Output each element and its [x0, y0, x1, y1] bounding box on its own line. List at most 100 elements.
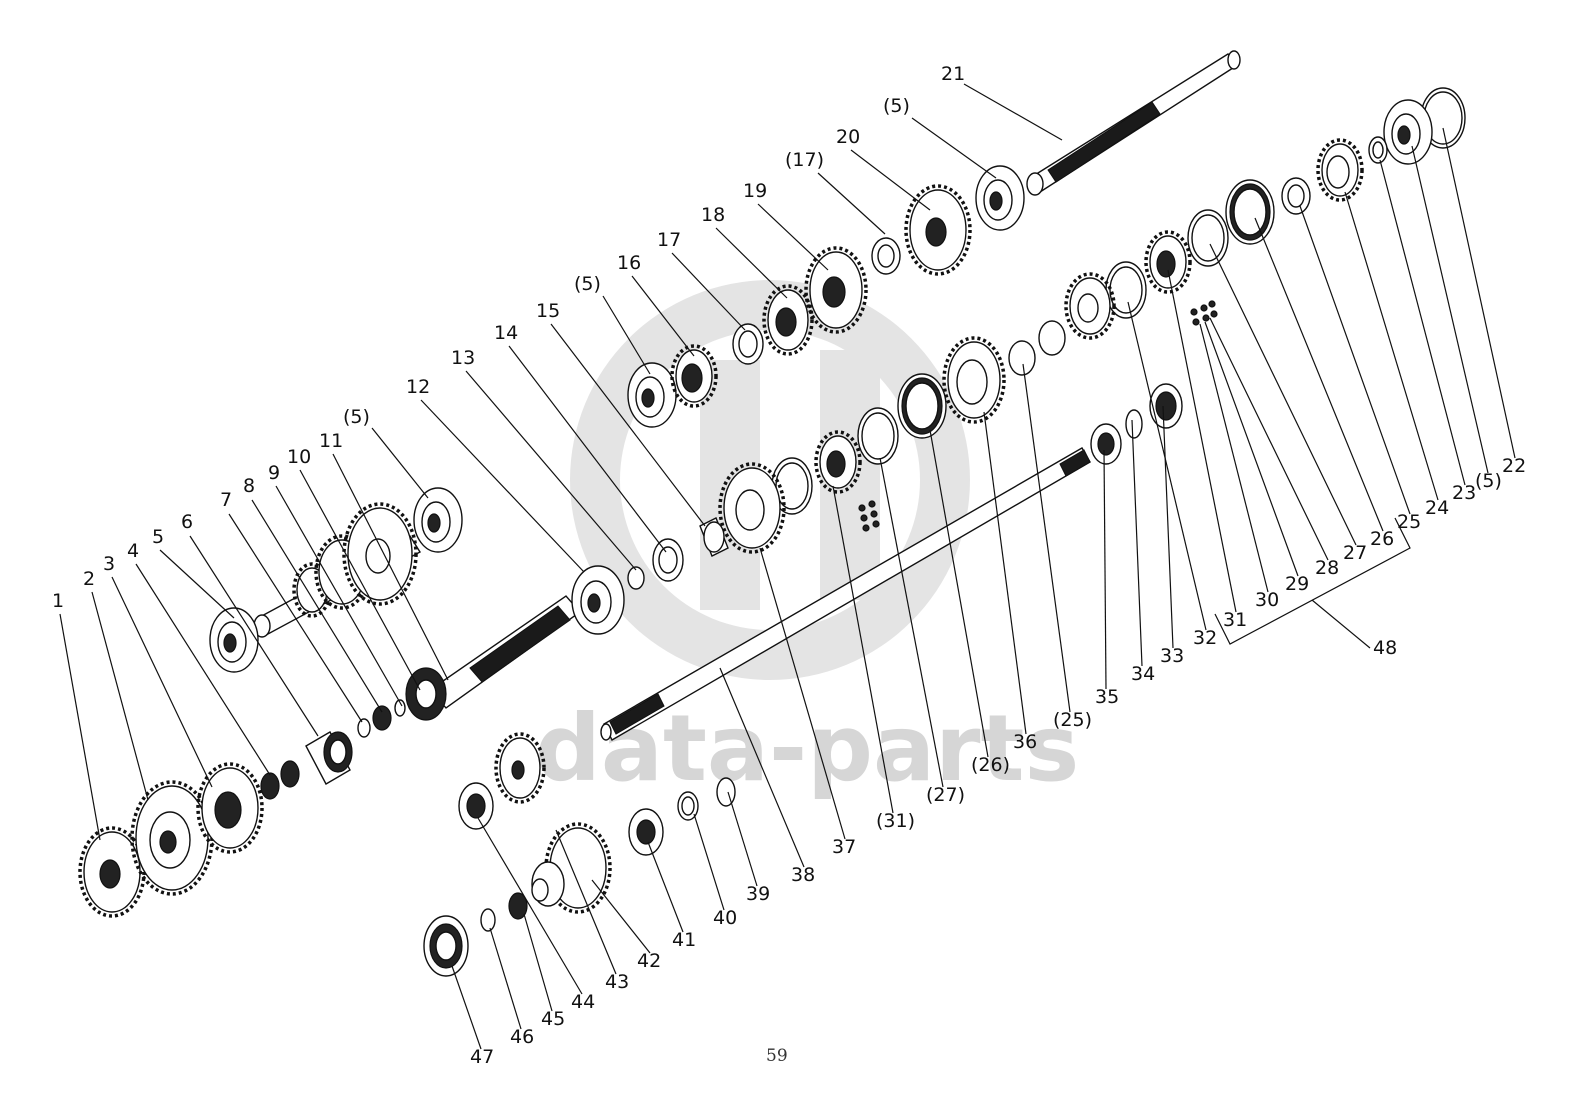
callout-label-c30: 30: [1255, 589, 1279, 611]
hub-31b: [814, 430, 862, 494]
callout-label-c11: 11: [319, 430, 343, 452]
gear-2: [130, 780, 214, 896]
leader-line-c16: [631, 275, 695, 357]
bushing-17b: [871, 237, 901, 275]
callout-label-c20: 20: [836, 126, 860, 148]
callout-label-c10: 10: [287, 446, 311, 468]
leader-line-c5b: [371, 427, 429, 499]
callout-label-c6: 6: [181, 511, 193, 533]
callout-label-c32: 32: [1193, 627, 1217, 649]
bearing-5d: [975, 165, 1025, 231]
leader-line-c32: [1127, 301, 1207, 631]
snap-ring-13: [627, 566, 645, 590]
leader-line-c23: [1379, 159, 1466, 486]
callout-label-c26: 26: [1370, 528, 1394, 550]
leader-line-c43: [555, 829, 617, 975]
leader-line-c27b: [879, 457, 944, 788]
callout-label-c18: 18: [701, 204, 725, 226]
leader-line-c12: [420, 399, 585, 573]
ring-39: [716, 777, 736, 807]
assembly-48-bracket: [1214, 517, 1411, 645]
gear-18: [762, 284, 814, 356]
callout-label-c42: 42: [637, 950, 661, 972]
leader-line-c14: [508, 345, 667, 553]
leader-line-c5: [159, 549, 235, 619]
leader-line-c37: [759, 547, 846, 840]
bearing-5c: [627, 362, 677, 428]
leader-line-c21: [963, 83, 1063, 141]
snap-ring-46: [480, 908, 496, 932]
bushing-25b: [1008, 320, 1066, 376]
leader-line-c33: [1162, 405, 1174, 649]
leader-line-c28: [1209, 317, 1329, 561]
needle-bearing-4: [260, 760, 300, 800]
bushing-15: [699, 517, 729, 557]
needle-bearing-45: [508, 892, 528, 920]
leader-line-c41: [647, 841, 684, 933]
leader-line-c10: [299, 469, 421, 691]
sleeve-26b: [897, 373, 947, 439]
callout-label-c38: 38: [791, 864, 815, 886]
leader-line-c25: [1299, 205, 1411, 515]
leader-line-c27: [1209, 243, 1357, 546]
seal-32: [1149, 383, 1183, 429]
sleeve-26: [1225, 179, 1275, 245]
callout-label-c19: 19: [743, 180, 767, 202]
callout-label-c5e: (5): [1475, 470, 1502, 492]
leader-line-c36: [983, 411, 1027, 735]
callout-label-c3: 3: [103, 553, 115, 575]
leader-line-c4: [135, 563, 271, 776]
leader-line-c44: [477, 817, 583, 995]
callout-label-c44: 44: [571, 991, 595, 1013]
ring-23: [1368, 136, 1388, 164]
leader-line-c26: [1254, 217, 1384, 532]
gear-3: [196, 762, 264, 854]
input-shaft: [405, 595, 582, 721]
gear-1: [78, 826, 146, 918]
leader-line-c13: [465, 370, 637, 571]
leader-line-c9: [275, 485, 403, 707]
seal-47: [423, 915, 469, 977]
leader-line-c24: [1344, 191, 1439, 501]
parts-group: [78, 87, 1466, 977]
output-shaft-38: [600, 447, 1091, 741]
leader-line-c11: [332, 453, 449, 681]
callout-label-c14: 14: [494, 322, 518, 344]
leader-line-c5c: [602, 295, 651, 375]
leader-line-c38: [719, 667, 805, 868]
leader-line-c5e: [1411, 145, 1489, 474]
callout-label-c36: 36: [1013, 731, 1037, 753]
leader-line-c19: [757, 203, 829, 271]
gear-20: [904, 184, 972, 276]
bearing-5b: [413, 487, 463, 553]
ring-7: [357, 718, 371, 738]
callout-label-c5: 5: [152, 526, 164, 548]
callout-label-c8: 8: [243, 475, 255, 497]
bushing-25: [1281, 177, 1311, 215]
leader-line-c17: [671, 252, 746, 331]
callout-label-c13: 13: [451, 347, 475, 369]
leader-line-c31b: [832, 485, 894, 814]
ring-32: [1105, 261, 1147, 319]
leader-line-c30: [1199, 323, 1269, 593]
callout-label-c15: 15: [536, 300, 560, 322]
callout-label-c17: 17: [657, 229, 681, 251]
callout-label-c23: 23: [1452, 482, 1476, 504]
bearing-35: [1090, 423, 1122, 465]
callout-label-c33: 33: [1160, 645, 1184, 667]
callout-label-c4: 4: [127, 540, 139, 562]
callout-label-c9: 9: [268, 462, 280, 484]
leader-line-c47: [451, 965, 482, 1050]
callout-label-c46: 46: [510, 1026, 534, 1048]
callout-label-c48: 48: [1373, 637, 1397, 659]
gear-37: [718, 462, 786, 554]
callout-label-c7: 7: [220, 489, 232, 511]
callout-label-c47: 47: [470, 1046, 494, 1068]
leader-line-c42: [591, 879, 651, 954]
callout-label-c25b: (25): [1053, 709, 1092, 731]
leader-line-c20: [850, 149, 931, 211]
leader-line-c8: [251, 499, 383, 713]
callout-label-c5b: (5): [343, 406, 370, 428]
gear-42-43: [494, 732, 612, 914]
